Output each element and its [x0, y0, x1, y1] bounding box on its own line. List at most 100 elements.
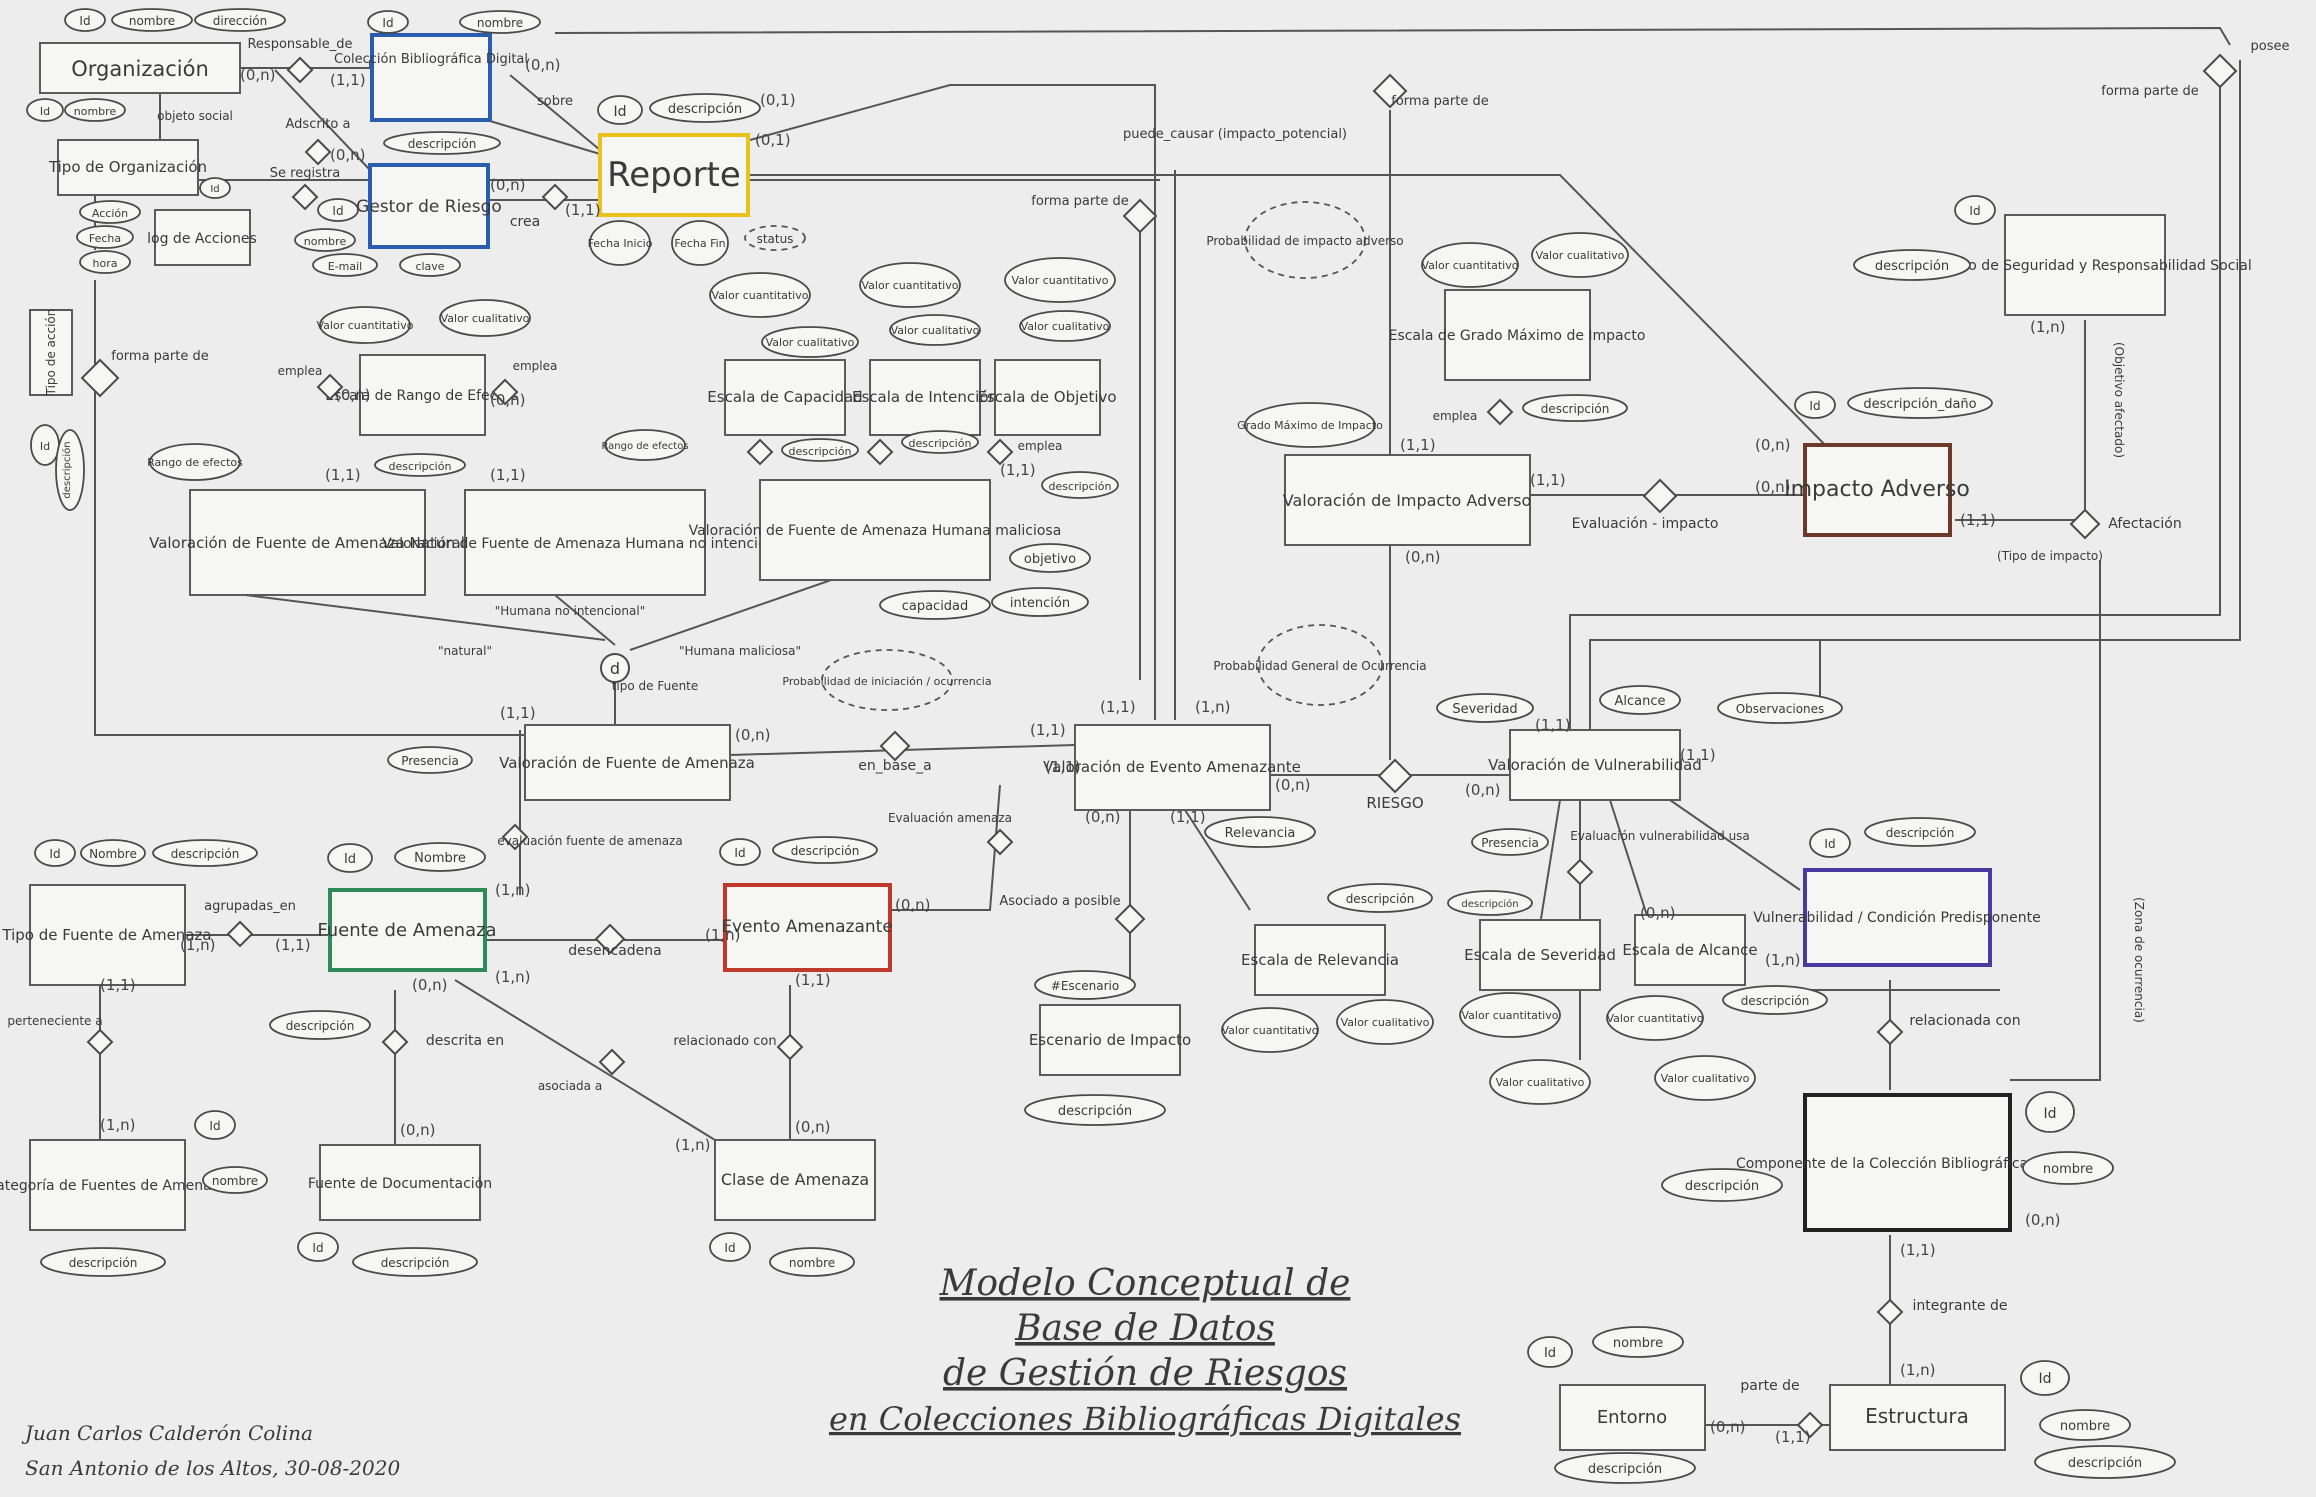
attr-objetivo-seg-desc[interactable]: [1853, 249, 1971, 281]
attr-grado-maximo[interactable]: [1244, 402, 1376, 448]
rel-evaluacion-amenaza[interactable]: [986, 828, 1014, 856]
attr-log-id[interactable]: [199, 177, 231, 199]
attr-gestor-nombre[interactable]: [294, 228, 356, 252]
attr-categoria-nombre[interactable]: [202, 1166, 268, 1194]
attr-gestor-clave[interactable]: [399, 253, 461, 277]
attr-fuente-nombre[interactable]: [394, 842, 486, 872]
rel-adscrito-a[interactable]: [304, 138, 332, 166]
attr-estructura-nombre[interactable]: [2039, 1409, 2131, 1441]
entity-escala-alcance[interactable]: [1634, 914, 1746, 986]
attr-tipo-fuente-id[interactable]: [34, 839, 76, 867]
attr-coleccion-id[interactable]: [367, 10, 409, 34]
entity-fuente-doc[interactable]: [319, 1144, 481, 1221]
attr-objetivo-seg-id[interactable]: [1954, 195, 1996, 225]
attr-estructura-desc[interactable]: [2034, 1445, 2176, 1479]
rel-emplea-4[interactable]: [866, 438, 894, 466]
rel-relacionada-con[interactable]: [1876, 1018, 1904, 1046]
attr-evento-id[interactable]: [719, 838, 761, 866]
attr-tipo-fuente-desc[interactable]: [152, 839, 258, 867]
attr-severidad-valor-cual[interactable]: [1489, 1059, 1591, 1105]
entity-val-natural[interactable]: [189, 489, 426, 596]
attr-objetivo[interactable]: [1009, 543, 1091, 573]
rel-en-base-a[interactable]: [879, 730, 911, 762]
entity-clase[interactable]: [714, 1139, 876, 1221]
entity-gestor[interactable]: [368, 163, 490, 249]
entity-objetivo-seg[interactable]: [2004, 214, 2166, 316]
attr-fuente-doc-desc[interactable]: [352, 1247, 478, 1277]
rel-asociada-a[interactable]: [598, 1048, 626, 1076]
attr-impacto-desc-dano[interactable]: [1847, 387, 1993, 419]
attr-fecha-inicio[interactable]: [589, 220, 651, 266]
attr-rango-desc[interactable]: [374, 453, 466, 477]
entity-organizacion[interactable]: [39, 42, 241, 94]
attr-vuln-presencia[interactable]: [1471, 828, 1549, 856]
rel-desencadena[interactable]: [594, 923, 626, 955]
attr-direccion[interactable]: [194, 8, 286, 32]
entity-fuente[interactable]: [328, 888, 487, 972]
rel-asociado-a-posible[interactable]: [1114, 903, 1146, 935]
attr-estructura-id[interactable]: [2020, 1360, 2070, 1396]
entity-tipo-organizacion[interactable]: [57, 139, 199, 196]
attr-vulnerabilidad-desc[interactable]: [1864, 817, 1976, 847]
attr-grado-valor-cuant[interactable]: [1421, 242, 1519, 288]
attr-relevancia[interactable]: [1204, 816, 1316, 848]
attr-id[interactable]: [64, 8, 106, 32]
entity-categoria[interactable]: [29, 1139, 186, 1231]
attr-gestor-email[interactable]: [312, 253, 378, 277]
attr-intencion-valor-cuant[interactable]: [859, 262, 961, 308]
attr-capacidad-valor-cuant[interactable]: [709, 272, 811, 318]
rel-agrupadas-en[interactable]: [226, 920, 254, 948]
entity-log[interactable]: [154, 209, 251, 266]
entity-tipo-accion[interactable]: [29, 309, 73, 396]
attr-rango-efectos-2[interactable]: [604, 429, 686, 461]
attr-prob-general[interactable]: [1257, 624, 1383, 706]
entity-val-fuente[interactable]: [524, 724, 731, 801]
entity-escala-severidad[interactable]: [1479, 919, 1601, 991]
attr-tipo-org-id[interactable]: [26, 98, 64, 122]
rel-responsable-de[interactable]: [286, 56, 314, 84]
attr-num-escenario[interactable]: [1034, 970, 1136, 1000]
attr-nombre[interactable]: [111, 8, 193, 32]
rel-crea[interactable]: [541, 183, 569, 211]
rel-pertenece-a[interactable]: [86, 1028, 114, 1056]
attr-log-hora[interactable]: [79, 250, 131, 274]
attr-relevancia-valor-cuant[interactable]: [1221, 1007, 1319, 1053]
attr-alcance-valor-cuant[interactable]: [1606, 995, 1704, 1041]
attr-rango-valor-cuant[interactable]: [319, 306, 411, 344]
rel-se-registra[interactable]: [291, 183, 319, 211]
entity-impacto-adverso[interactable]: [1803, 443, 1952, 537]
attr-reporte-desc[interactable]: [649, 93, 761, 123]
rel-forma-parte-de-left[interactable]: [80, 358, 120, 398]
attr-fuente-desc[interactable]: [269, 1010, 371, 1040]
attr-tipo-fuente-nombre[interactable]: [80, 839, 146, 867]
attr-relevancia-valor-cual[interactable]: [1336, 999, 1434, 1045]
rel-emplea-6[interactable]: [1486, 398, 1514, 426]
attr-severidad[interactable]: [1436, 693, 1534, 723]
rel-riesgo[interactable]: [1377, 758, 1413, 794]
entity-coleccion[interactable]: [370, 33, 492, 122]
entity-escala-relevancia[interactable]: [1254, 924, 1386, 996]
attr-componente-nombre[interactable]: [2022, 1151, 2114, 1185]
attr-capacidad[interactable]: [879, 590, 991, 620]
attr-coleccion-desc[interactable]: [383, 131, 501, 155]
attr-prob-iniciacion[interactable]: [821, 649, 953, 711]
attr-tipo-org-nombre[interactable]: [64, 98, 126, 122]
attr-objetivo-desc[interactable]: [1041, 471, 1119, 499]
attr-capacidad-valor-cual[interactable]: [761, 326, 859, 358]
rel-evaluacion-vulnerabilidad[interactable]: [1566, 858, 1594, 886]
attr-rango-efectos[interactable]: [149, 443, 241, 481]
rel-emplea-5[interactable]: [986, 438, 1014, 466]
rel-emplea-2[interactable]: [491, 378, 519, 406]
attr-impacto-id[interactable]: [1794, 391, 1836, 419]
rel-afectacion[interactable]: [2069, 508, 2101, 540]
attr-reporte-id[interactable]: [597, 95, 643, 125]
attr-grado-valor-cual[interactable]: [1531, 232, 1629, 278]
attr-fuente-doc-id[interactable]: [297, 1232, 339, 1262]
rel-emplea-3[interactable]: [746, 438, 774, 466]
attr-entorno-nombre[interactable]: [1592, 1326, 1684, 1358]
attr-presencia[interactable]: [387, 746, 473, 774]
attr-entorno-desc[interactable]: [1554, 1452, 1696, 1484]
attr-intencion-valor-cual[interactable]: [889, 314, 981, 346]
attr-alcance-desc[interactable]: [1722, 985, 1828, 1015]
attr-escenario-desc[interactable]: [1024, 1094, 1166, 1126]
